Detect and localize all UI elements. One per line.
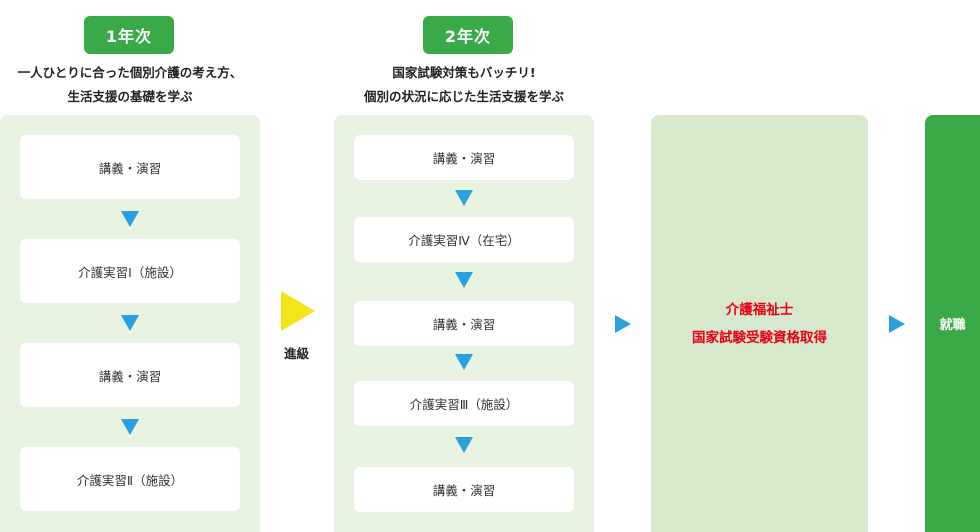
year1-heading-line1: 一人ひとりに合った個別介護の考え方、 xyxy=(17,65,243,80)
year1-heading: 一人ひとりに合った個別介護の考え方、 生活支援の基礎を学ぶ xyxy=(0,61,260,109)
year1-step-2-label: 介護実習Ⅰ（施設） xyxy=(78,264,182,280)
year2-badge-label: 2年次 xyxy=(444,27,492,46)
year2-step-1: 講義・演習 xyxy=(354,135,574,180)
year1-step-3-label: 講義・演習 xyxy=(98,368,162,384)
year2-arrow-down-3 xyxy=(455,354,473,370)
advance-label: 進級 xyxy=(284,346,310,361)
year2-heading-line2: 個別の状況に応じた生活支援を学ぶ xyxy=(363,89,564,104)
year1-step-2: 介護実習Ⅰ（施設） xyxy=(20,239,240,303)
qualification-line1: 介護福祉士 xyxy=(725,301,794,318)
year2-step-3: 講義・演習 xyxy=(354,301,574,346)
arrow-right-icon-1 xyxy=(615,315,631,333)
advance-arrow-icon xyxy=(281,291,315,331)
year2-arrow-down-4 xyxy=(455,437,473,453)
year2-heading: 国家試験対策もバッチリ! 個別の状況に応じた生活支援を学ぶ xyxy=(334,61,594,109)
year2-step-2-label: 介護実習Ⅳ（在宅） xyxy=(408,233,520,248)
year1-arrow-down-3 xyxy=(121,419,139,435)
year1-badge: 1年次 xyxy=(84,16,174,54)
year2-step-2: 介護実習Ⅳ（在宅） xyxy=(354,217,574,262)
year2-step-4-label: 介護実習Ⅲ（施設） xyxy=(409,397,519,412)
year1-arrow-down-2 xyxy=(121,315,139,331)
year2-panel: 講義・演習 介護実習Ⅳ（在宅） 講義・演習 介護実習Ⅲ（施設） 講義・演習 xyxy=(334,115,594,532)
year1-step-1-label: 講義・演習 xyxy=(98,160,162,176)
year2-arrow-down-1 xyxy=(455,190,473,206)
arrow-right-icon-2 xyxy=(889,315,905,333)
year2-step-3-label: 講義・演習 xyxy=(432,317,496,332)
year2-step-5: 講義・演習 xyxy=(354,467,574,512)
career-label: 就職 xyxy=(939,318,966,333)
year1-step-4-label: 介護実習Ⅱ（施設） xyxy=(76,472,184,488)
year1-step-4: 介護実習Ⅱ（施設） xyxy=(20,447,240,511)
year2-step-4: 介護実習Ⅲ（施設） xyxy=(354,381,574,426)
year1-panel: 講義・演習 介護実習Ⅰ（施設） 講義・演習 介護実習Ⅱ（施設） xyxy=(0,115,260,532)
year2-heading-line1: 国家試験対策もバッチリ! xyxy=(392,65,536,80)
year2-badge: 2年次 xyxy=(423,16,513,54)
year1-arrow-down-1 xyxy=(121,211,139,227)
career-panel: 就職 xyxy=(925,115,980,532)
year1-step-3: 講義・演習 xyxy=(20,343,240,407)
year2-step-5-label: 講義・演習 xyxy=(432,483,496,498)
year1-step-1: 講義・演習 xyxy=(20,135,240,199)
year1-badge-label: 1年次 xyxy=(105,27,153,46)
qualification-line2: 国家試験受験資格取得 xyxy=(692,329,827,346)
year2-arrow-down-2 xyxy=(455,272,473,288)
qualification-panel: 介護福祉士 国家試験受験資格取得 xyxy=(651,115,868,532)
year2-step-1-label: 講義・演習 xyxy=(432,151,496,166)
year1-heading-line2: 生活支援の基礎を学ぶ xyxy=(67,89,193,104)
